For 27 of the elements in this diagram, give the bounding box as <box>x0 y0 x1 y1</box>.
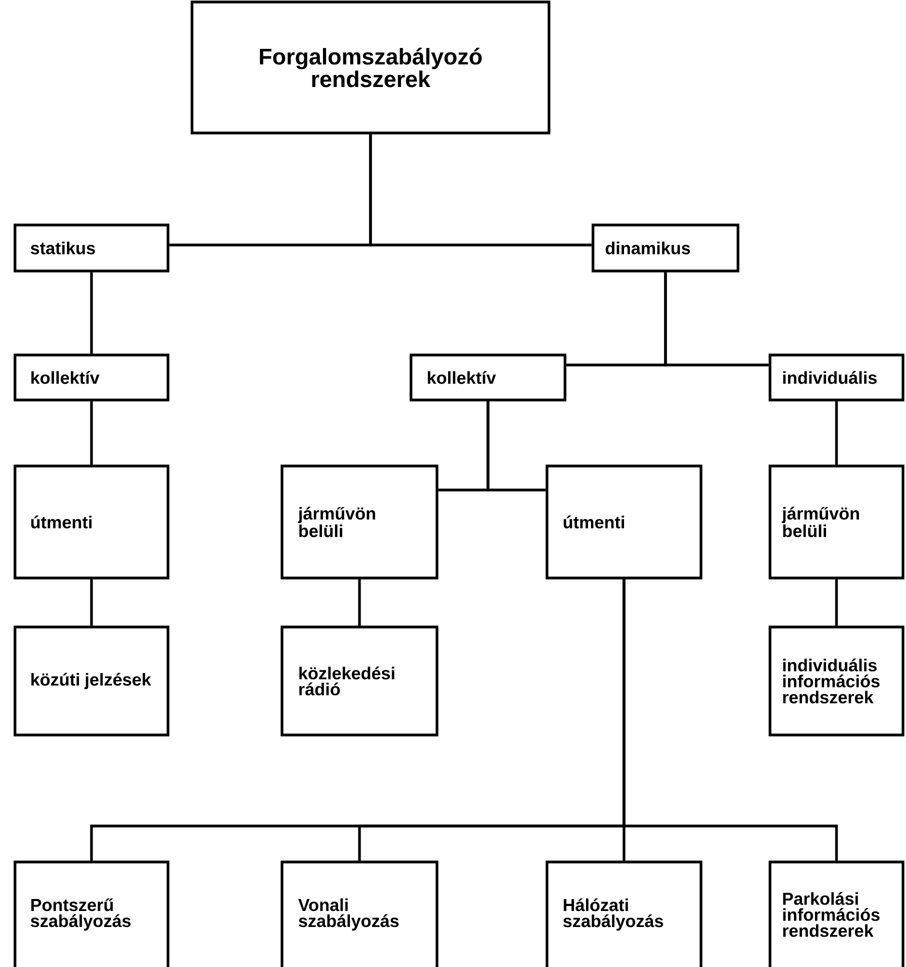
connector-line <box>835 579 838 626</box>
connector-line <box>358 579 361 626</box>
category-box: Forgalomszabályozó rendszerek <box>190 0 550 134</box>
category-box: kollektív <box>410 354 566 402</box>
category-box: dinamikus <box>592 224 740 272</box>
connector-line <box>90 579 93 626</box>
category-box: Pontszerű szabályozás <box>14 860 170 967</box>
category-box: individuális <box>768 354 904 402</box>
category-box: statikus <box>14 224 170 272</box>
category-box: útmenti <box>546 464 702 580</box>
category-box: közlekedési rádió <box>280 626 438 736</box>
connector-line <box>90 401 93 465</box>
category-box: kollektív <box>14 354 170 402</box>
category-box: Vonali szabályozás <box>280 860 438 967</box>
category-box: útmenti <box>14 464 170 580</box>
connector-line <box>664 272 769 366</box>
category-box: Parkolási információs rendszerek <box>768 860 904 967</box>
connector-line <box>622 579 838 861</box>
category-box: közúti jelzések <box>14 626 170 736</box>
connector-line <box>90 272 93 354</box>
connector-line <box>835 401 838 465</box>
connector-line <box>369 134 592 246</box>
category-box: Hálózati szabályozás <box>546 860 702 967</box>
category-box: járművön belüli <box>280 464 438 580</box>
connector-line <box>486 401 546 492</box>
category-box: járművön belüli <box>768 464 904 580</box>
category-box: individuális információs rendszerek <box>768 626 904 736</box>
